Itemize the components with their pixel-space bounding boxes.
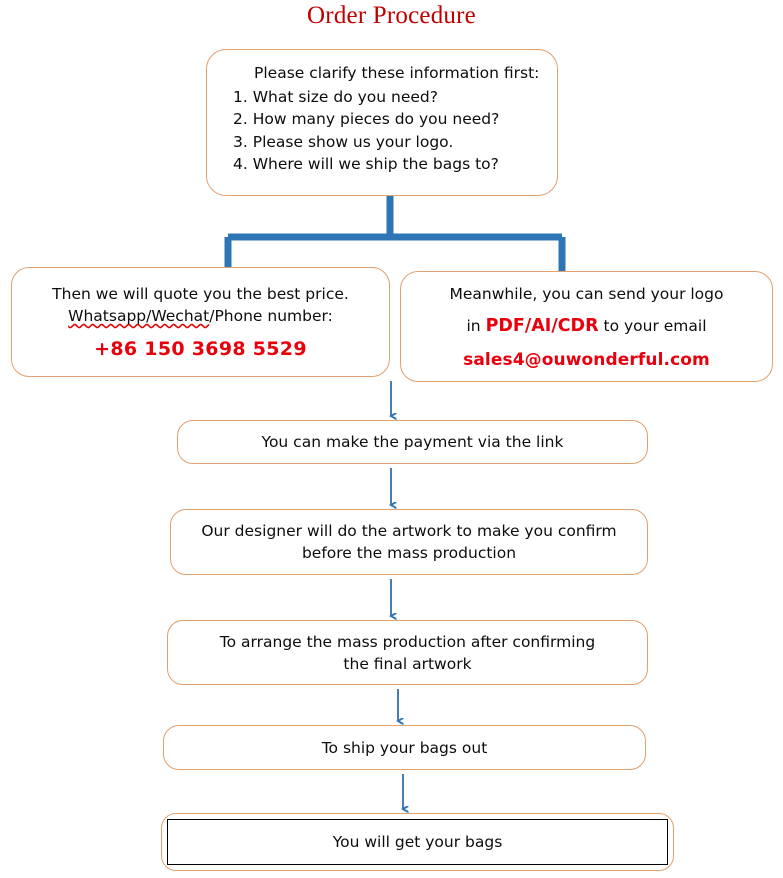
node-make-payment: You can make the payment via the link — [177, 420, 648, 464]
quote-line-2: Whatsapp/Wechat/Phone number: — [22, 305, 379, 327]
clarify-item-4: 4. Where will we ship the bags to? — [233, 155, 499, 174]
node-designer-artwork: Our designer will do the artwork to make… — [170, 509, 648, 575]
ship-text: To ship your bags out — [321, 738, 488, 757]
email-address: sales4@ouwonderful.com — [463, 350, 710, 371]
payment-text: You can make the payment via the link — [261, 433, 564, 451]
clarify-item-2: 2. How many pieces do you need? — [233, 110, 500, 129]
node-clarify-information: Please clarify these information first: … — [206, 49, 558, 196]
get-bags-selection-box: You will get your bags — [167, 819, 668, 865]
quote-line-1: Then we will quote you the best price. — [52, 285, 349, 304]
artwork-line-1: Our designer will do the artwork to make… — [201, 522, 617, 540]
logo-line-2-suffix: to your email — [603, 316, 707, 335]
clarify-question-list: 1. What size do you need? 2. How many pi… — [207, 86, 557, 176]
logo-line-2: in PDF/AI/CDR to your email — [411, 314, 762, 339]
logo-line-1: Meanwhile, you can send your logo — [449, 284, 724, 303]
production-line-2: the final artwork — [343, 654, 472, 673]
file-formats: PDF/AI/CDR — [485, 315, 599, 336]
clarify-item-3: 3. Please show us your logo. — [233, 132, 454, 151]
clarify-heading: Please clarify these information first: — [254, 64, 540, 82]
phone-number: +86 150 3698 5529 — [94, 338, 307, 361]
node-ship-bags: To ship your bags out — [163, 725, 646, 770]
quote-contact-suffix: /Phone number: — [209, 307, 333, 326]
node-send-logo: Meanwhile, you can send your logo in PDF… — [400, 271, 773, 382]
node-quote-price: Then we will quote you the best price. W… — [11, 267, 390, 377]
node-get-bags: You will get your bags — [161, 813, 674, 871]
chain-arrows — [391, 381, 403, 809]
logo-line-2-prefix: in — [466, 316, 481, 335]
clarify-item-1: 1. What size do you need? — [233, 88, 438, 106]
page-title: Order Procedure — [307, 2, 476, 29]
get-bags-text: You will get your bags — [332, 833, 503, 851]
artwork-line-2: before the mass production — [301, 544, 517, 562]
production-line-1: To arrange the mass production after con… — [219, 632, 596, 651]
node-mass-production: To arrange the mass production after con… — [167, 620, 648, 685]
split-connector — [224, 196, 566, 271]
quote-contact-channels: Whatsapp/Wechat — [68, 307, 210, 326]
